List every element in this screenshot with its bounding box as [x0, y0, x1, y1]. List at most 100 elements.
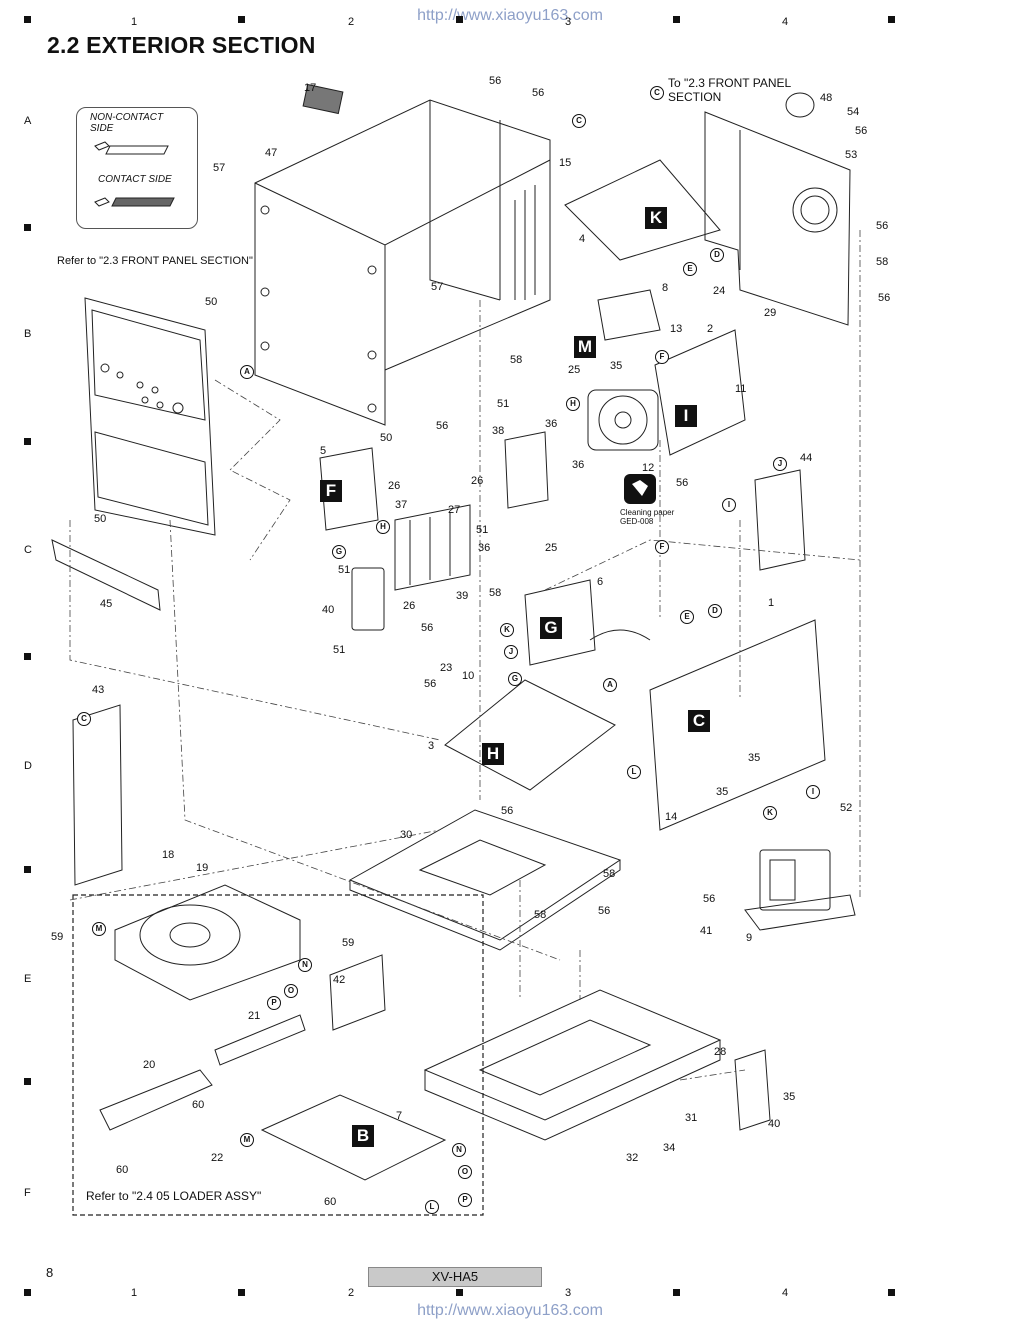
reg-mark	[888, 1289, 895, 1296]
legend-non-contact: NON-CONTACT SIDE	[90, 112, 164, 134]
col-label-1-bottom: 1	[131, 1287, 138, 1299]
reg-mark	[24, 1078, 31, 1085]
part-59: 59	[51, 931, 64, 943]
part-44: 44	[800, 452, 813, 464]
part-33: 36	[478, 542, 491, 554]
col-label-3-bottom: 3	[565, 1287, 572, 1299]
connector-l: L	[425, 1200, 439, 1214]
note-cleaning-code: GED-008	[620, 517, 654, 526]
reg-mark	[24, 438, 31, 445]
part-26: 26	[388, 480, 401, 492]
connector-a: A	[603, 678, 617, 692]
part-58: 58	[876, 256, 889, 268]
page-number: 8	[46, 1265, 54, 1280]
part-51: 56	[855, 125, 868, 137]
part-28: 28	[714, 1046, 727, 1058]
connector-k: K	[500, 623, 514, 637]
note-refer-front: Refer to "2.3 FRONT PANEL SECTION"	[57, 255, 253, 267]
col-label-2: 2	[348, 16, 355, 28]
part-35: 35	[783, 1091, 796, 1103]
reg-mark	[24, 1289, 31, 1296]
part-42: 43	[92, 684, 105, 696]
row-label-e: E	[24, 973, 32, 985]
part-50: 51	[476, 524, 489, 536]
connector-c: C	[650, 86, 664, 100]
part-50: 51	[338, 564, 351, 576]
legend-contact: CONTACT SIDE	[98, 174, 172, 185]
connector-g: G	[332, 545, 346, 559]
row-label-d: D	[24, 760, 32, 772]
reg-mark	[24, 653, 31, 660]
connector-g: G	[508, 672, 522, 686]
board-label-f: F	[320, 480, 342, 502]
url-bottom[interactable]: http://www.xiaoyu163.com	[417, 1302, 603, 1319]
note-to-front-panel: To "2.3 FRONT PANEL	[668, 76, 792, 90]
connector-j: J	[773, 457, 787, 471]
part-51: 56	[876, 220, 889, 232]
part-37: 37	[395, 499, 408, 511]
connector-a: A	[240, 365, 254, 379]
part-60: 60	[192, 1099, 205, 1111]
part-39: 38	[492, 425, 505, 437]
part-57: 57	[213, 162, 226, 174]
part-59: 59	[342, 937, 355, 949]
part-51: 56	[421, 622, 434, 634]
part-50: 51	[497, 398, 510, 410]
part-52: 50	[94, 513, 107, 525]
part-35: 35	[716, 786, 729, 798]
reg-mark	[456, 16, 463, 23]
part-9: 9	[746, 932, 753, 944]
part-14: 14	[665, 811, 678, 823]
connector-e: E	[683, 262, 697, 276]
part-41: 42	[333, 974, 346, 986]
part-35: 35	[610, 360, 623, 372]
connector-o: O	[284, 984, 298, 998]
board-label-g: G	[540, 617, 562, 639]
note-to-front-panel-2: SECTION	[668, 90, 722, 104]
part-51: 56	[424, 678, 437, 690]
connector-d: D	[708, 604, 722, 618]
reg-mark	[24, 224, 31, 231]
note-refer-loader: Refer to "2.4 05 LOADER ASSY"	[86, 1189, 262, 1203]
connector-p: P	[458, 1193, 472, 1207]
row-label-a: A	[24, 115, 32, 127]
row-label-c: C	[24, 544, 32, 556]
connector-c: C	[77, 712, 91, 726]
part-60: 60	[116, 1164, 129, 1176]
col-label-2-bottom: 2	[348, 1287, 355, 1299]
col-label-1: 1	[131, 16, 138, 28]
part-57: 57	[431, 281, 444, 293]
connector-l: L	[627, 765, 641, 779]
connector-o: O	[458, 1165, 472, 1179]
part-3: 3	[428, 740, 435, 752]
connector-c: C	[572, 114, 586, 128]
part-21: 21	[248, 1010, 261, 1022]
reg-mark	[673, 1289, 680, 1296]
part-1: 1	[768, 597, 775, 609]
part-54: 53	[845, 149, 858, 161]
part-58: 58	[603, 868, 616, 880]
part-40: 41	[700, 925, 713, 937]
part-51: 56	[489, 75, 502, 87]
part-27: 27	[448, 504, 461, 516]
part-32: 32	[626, 1152, 639, 1164]
part-38: 40	[322, 604, 335, 616]
reg-mark	[24, 16, 31, 23]
row-label-f: F	[24, 1187, 31, 1199]
part-19: 19	[196, 862, 209, 874]
board-label-b: B	[352, 1125, 374, 1147]
row-label-b: B	[24, 328, 32, 340]
part-51: 56	[878, 292, 891, 304]
connector-p: P	[267, 996, 281, 1010]
reg-mark	[238, 16, 245, 23]
part-29: 29	[764, 307, 777, 319]
part-35: 35	[748, 752, 761, 764]
part-51: 56	[703, 893, 716, 905]
connector-m: M	[240, 1133, 254, 1147]
url-top[interactable]: http://www.xiaoyu163.com	[417, 7, 603, 24]
connector-f: F	[655, 350, 669, 364]
part-7: 7	[396, 1110, 403, 1122]
part-58: 58	[489, 587, 502, 599]
part-20: 20	[143, 1059, 156, 1071]
part-51: 56	[436, 420, 449, 432]
